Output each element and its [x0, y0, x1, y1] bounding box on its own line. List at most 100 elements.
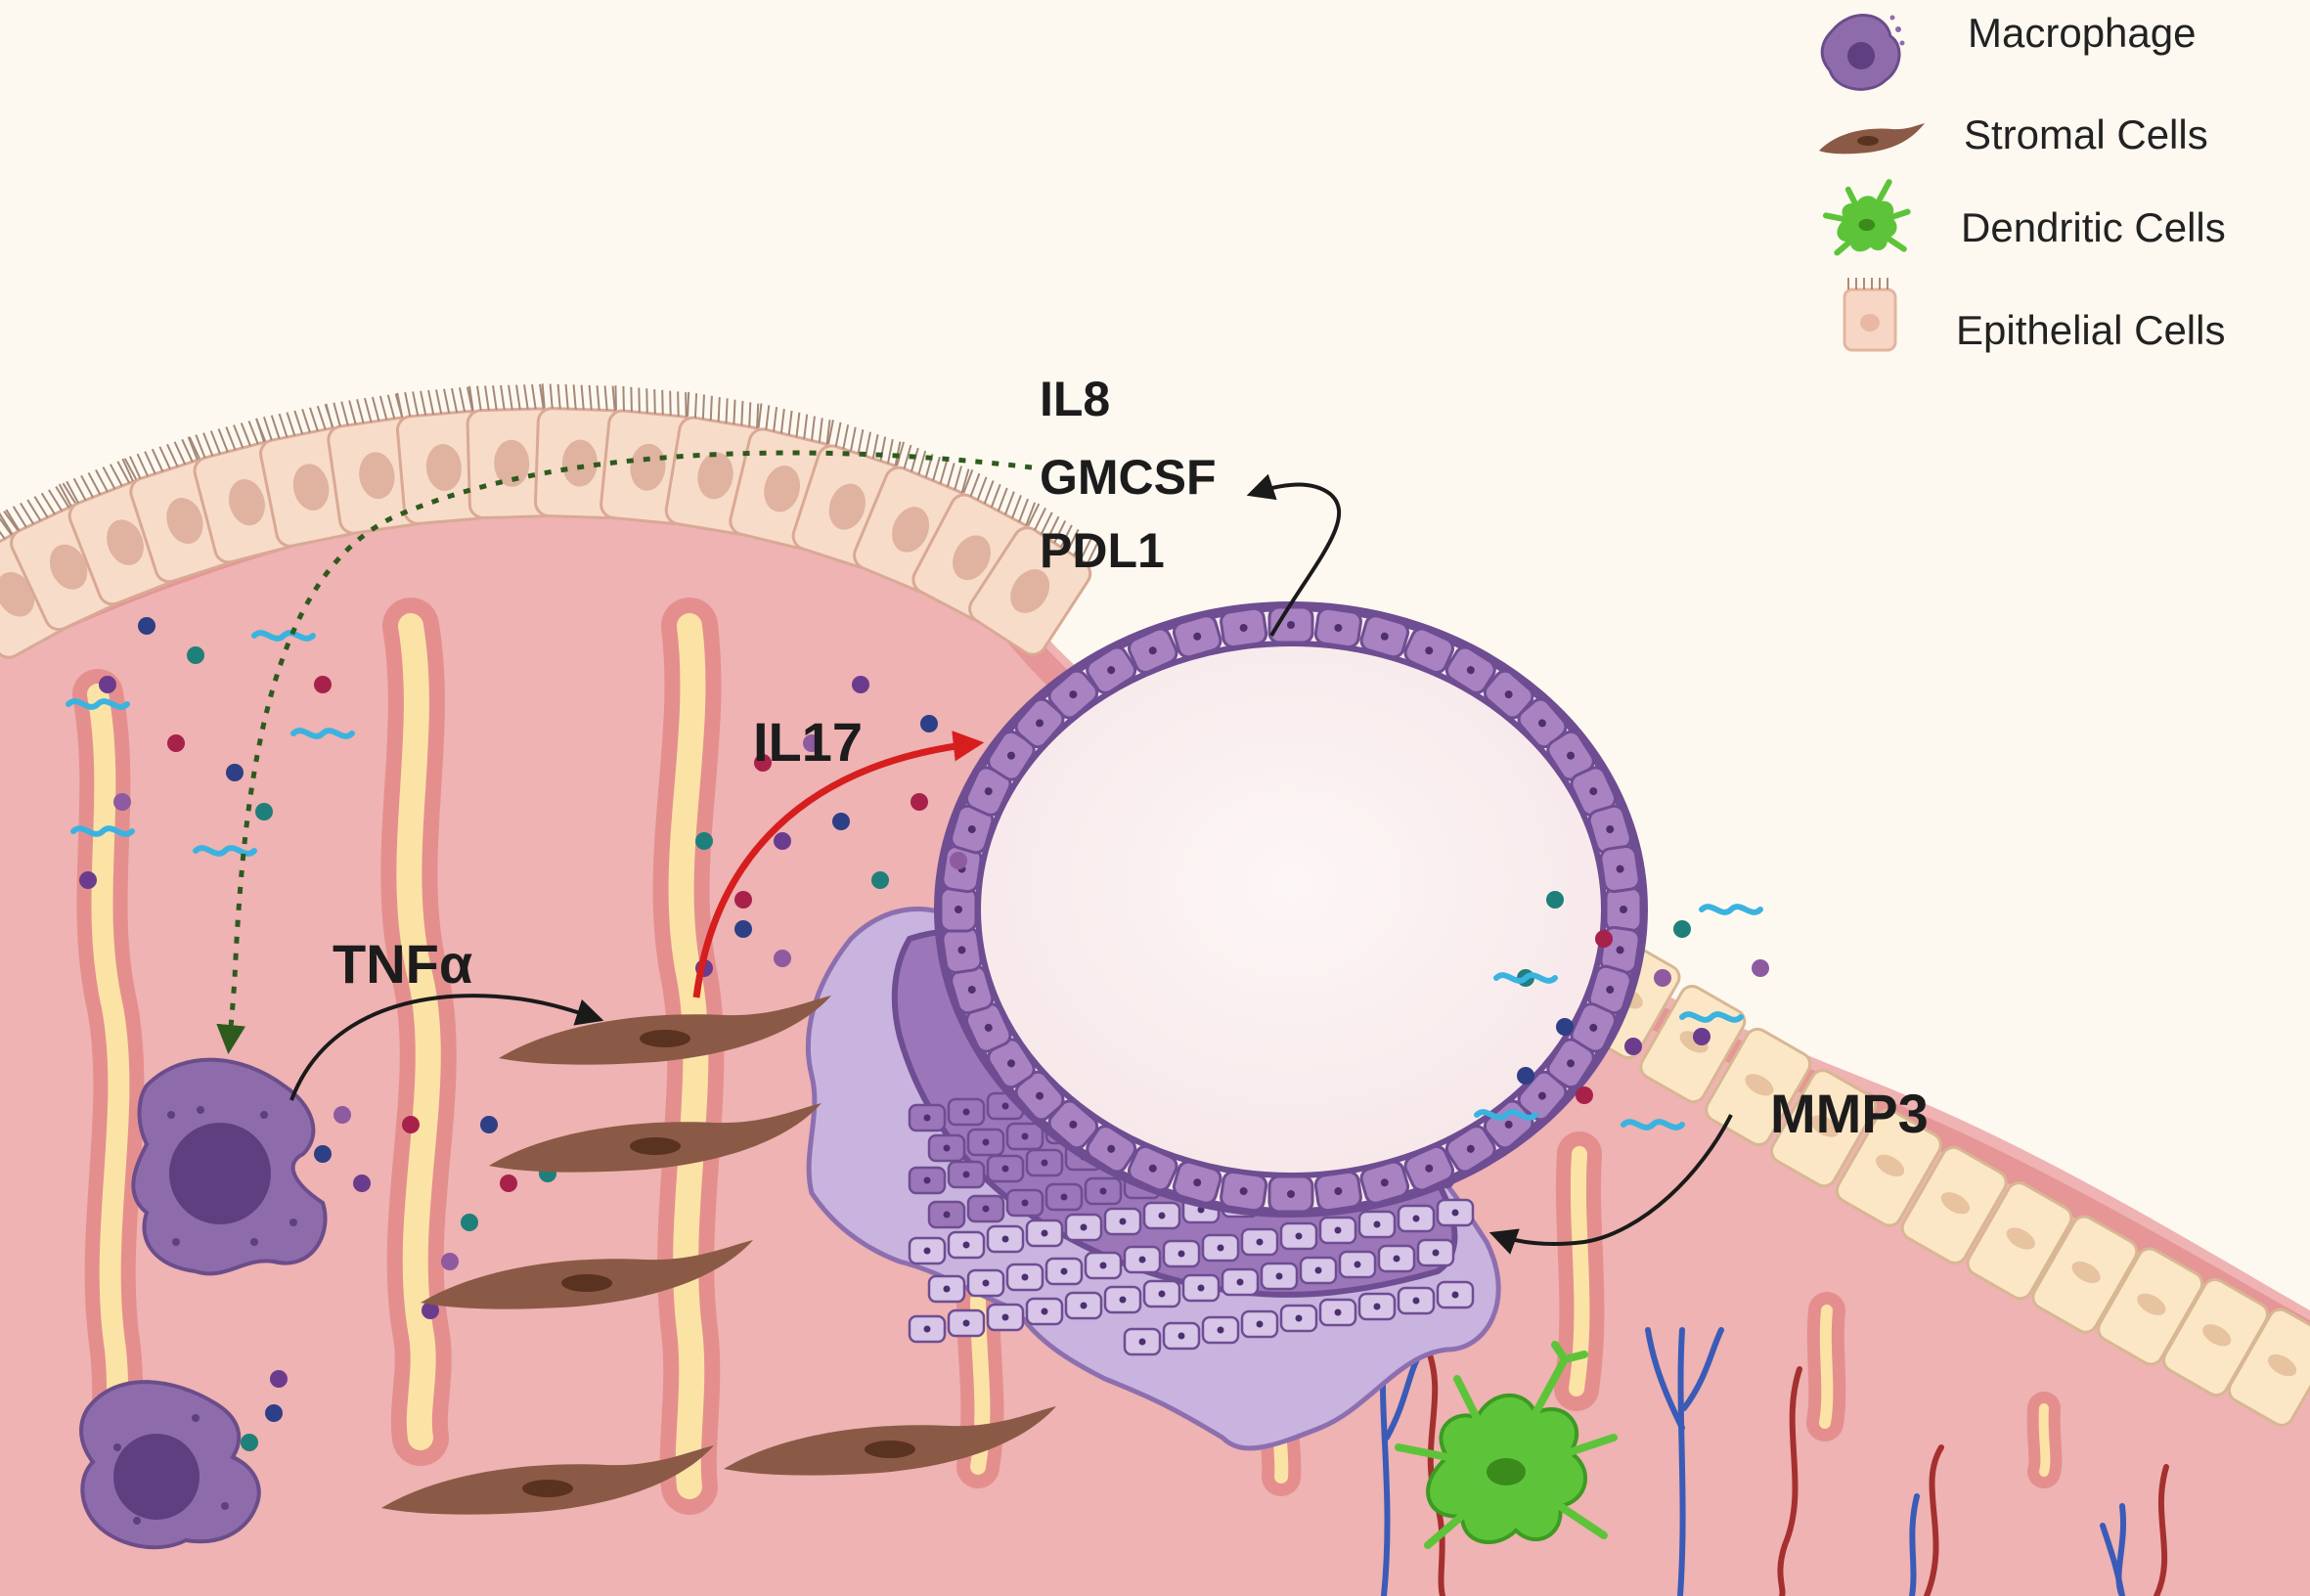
label-pdl1: PDL1 — [1040, 523, 1165, 578]
cytokine-particle — [1576, 1086, 1593, 1104]
cyst-wall-cell — [1444, 645, 1496, 694]
epithelial-cell — [466, 383, 557, 520]
cytokine-particle — [1654, 969, 1671, 987]
stromal-cell — [724, 1406, 1056, 1476]
legend-epithelial: Epithelial Cells — [1956, 307, 2225, 353]
cyst-wall-cell — [1220, 1170, 1268, 1213]
cytokine-particle — [774, 950, 791, 967]
cyst-wall-cell — [1313, 1170, 1362, 1213]
cyst-wall-cell — [1444, 1125, 1496, 1174]
bacterium — [290, 728, 355, 739]
cytokine-particle — [422, 1302, 439, 1319]
cytokine-particle — [803, 734, 821, 752]
dendritic-cell-icon — [1822, 179, 1911, 256]
cytokine-particle — [333, 1106, 351, 1124]
cytokine-particle — [255, 803, 273, 820]
bacterium — [1679, 1011, 1744, 1023]
cytokine-particle — [241, 1434, 258, 1451]
dendritic-cell — [1395, 1341, 1618, 1549]
cyst-wall-cell — [1014, 697, 1065, 749]
cytokine-particle — [950, 852, 967, 869]
cyst-wall-cell — [1359, 614, 1410, 659]
macrophage-granule — [167, 1111, 175, 1119]
cyst-wall-cell — [1599, 845, 1641, 894]
cytokine-particle — [911, 793, 928, 811]
cytokine-particle — [138, 617, 155, 635]
cyst-wall-cell — [1359, 1160, 1410, 1205]
macrophage-granule — [289, 1219, 297, 1226]
bacterium — [1699, 904, 1763, 915]
epithelial-cell — [1835, 1108, 1942, 1227]
stromal-cell — [499, 996, 831, 1065]
epithelial-cell — [1966, 1181, 2073, 1301]
label-mmp3: MMP3 — [1770, 1083, 1929, 1144]
epithelial-cell — [2031, 1215, 2139, 1334]
cyst-wall-cell — [1047, 669, 1099, 720]
bacterium — [1493, 972, 1558, 984]
cytokine-particle — [754, 754, 772, 772]
stromal-cell-icon — [1819, 123, 1925, 155]
cytokine-particle — [734, 920, 752, 938]
bacterium — [1621, 1119, 1685, 1130]
cyst-wall-cell — [1172, 614, 1222, 659]
macrophage-granule — [192, 1414, 200, 1422]
epithelial-cell — [1770, 1069, 1877, 1188]
cytokine-particle — [695, 832, 713, 850]
cyst-wall-cell — [1128, 627, 1178, 675]
cytokine-particle — [79, 871, 97, 889]
stromal-cells — [381, 996, 1056, 1515]
cytokine-particle — [187, 646, 204, 664]
cytokine-particle — [852, 676, 869, 693]
epithelial-cell — [1900, 1145, 2008, 1264]
cytokine-particle — [1595, 930, 1613, 948]
cytokine-particle — [226, 764, 244, 781]
macrophage-granule — [113, 1443, 121, 1451]
label-il8: IL8 — [1040, 372, 1110, 426]
cytokine-particle — [314, 676, 332, 693]
label-il17: IL17 — [753, 711, 863, 773]
blood-vessels — [1379, 1327, 2169, 1596]
cyst-wall-cell — [1086, 645, 1137, 694]
cyst-wall-cell — [1570, 766, 1618, 817]
tnfa-arrow — [289, 994, 604, 1101]
mmp3-arrow — [1488, 1114, 1733, 1255]
slope-epithelium — [1508, 896, 2310, 1427]
macrophage-granule — [172, 1238, 180, 1246]
cyst-wall-cell — [1267, 1175, 1314, 1214]
cytokine-particle — [480, 1116, 498, 1133]
cytokine-particle — [1546, 891, 1564, 909]
cytokine-particle — [1673, 920, 1691, 938]
cytokine-particle — [99, 676, 116, 693]
cytokine-particle — [1556, 1018, 1574, 1036]
cyst-wall-cell — [964, 1002, 1012, 1053]
cytokine-particle — [461, 1214, 478, 1231]
cyst-wall-cell — [1086, 1125, 1137, 1174]
cytokine-particle — [500, 1175, 517, 1192]
cytokine-particle — [441, 1253, 459, 1270]
cytokine-particle — [871, 871, 889, 889]
macrophage-granule — [250, 1238, 258, 1246]
stromal-cell — [381, 1445, 714, 1515]
cytokine-particle — [265, 1404, 283, 1422]
cytokine-particle — [402, 1116, 420, 1133]
cytokine-particle — [1693, 1028, 1710, 1045]
cyst-wall-cell — [941, 925, 983, 974]
cytokine-particle — [832, 813, 850, 830]
macrophage-granule — [221, 1502, 229, 1510]
bacterium — [70, 825, 135, 837]
surface-epithelium — [0, 383, 1099, 659]
epithelial-cell — [2097, 1247, 2204, 1366]
cyst-wall-cell — [1403, 627, 1454, 675]
cytokine-particle — [167, 734, 185, 752]
cytokine-particle — [1624, 1038, 1642, 1055]
legend-stromal: Stromal Cells — [1964, 111, 2208, 157]
label-gmcsf: GMCSF — [1040, 450, 1217, 505]
il17-arrow — [692, 731, 985, 998]
macrophage-granule — [133, 1517, 141, 1525]
epithelial-cell — [968, 503, 1099, 656]
bacteria — [66, 630, 1763, 1130]
cytokine-particle — [920, 715, 938, 732]
cyst-wall-cell — [1403, 1144, 1454, 1192]
